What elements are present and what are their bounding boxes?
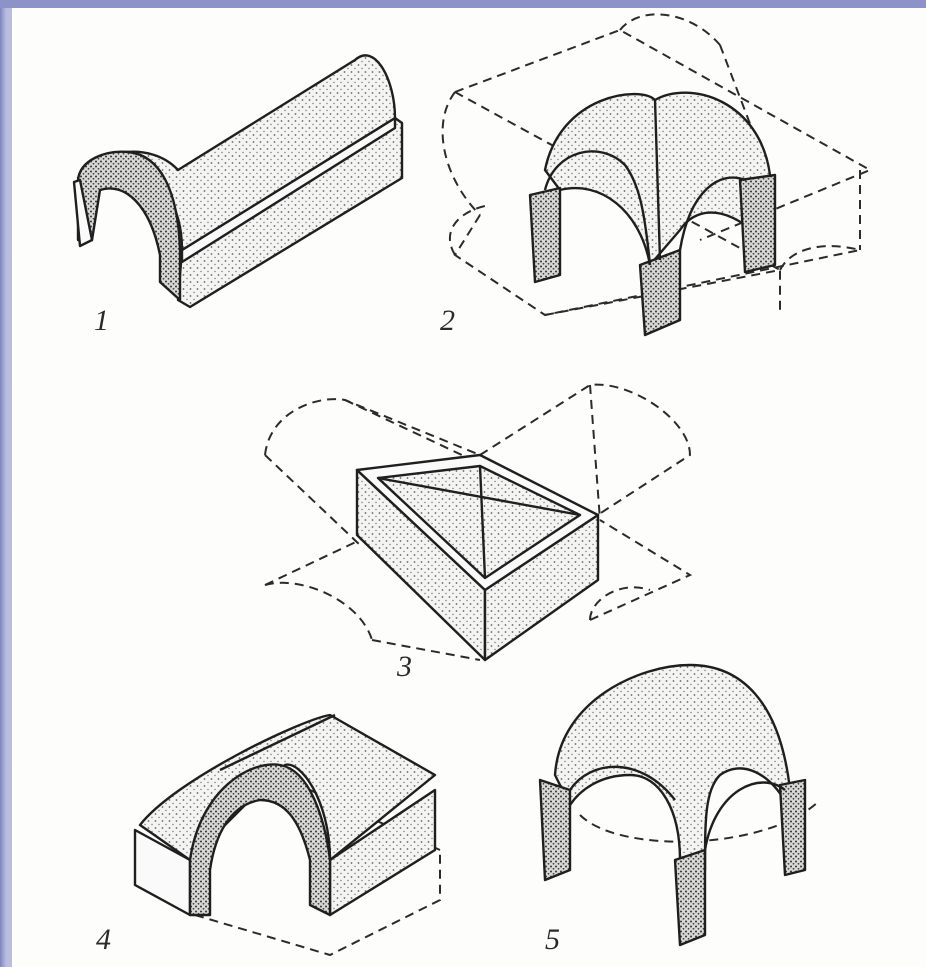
slide-top-border bbox=[0, 0, 926, 8]
figure-5-sail-vault bbox=[538, 663, 821, 947]
figure-3-cloister-vault bbox=[264, 383, 693, 662]
figure-4-penetrated-vault bbox=[133, 713, 441, 957]
figure-1-label: 1 bbox=[94, 304, 109, 337]
figure-1-barrel-vault bbox=[72, 54, 404, 309]
figure-2-cross-vault bbox=[441, 13, 873, 337]
figure-2-label: 2 bbox=[440, 304, 455, 337]
figure-3-label: 3 bbox=[397, 650, 412, 683]
figure-4-label: 4 bbox=[96, 923, 111, 956]
figure-5-label: 5 bbox=[545, 923, 560, 956]
